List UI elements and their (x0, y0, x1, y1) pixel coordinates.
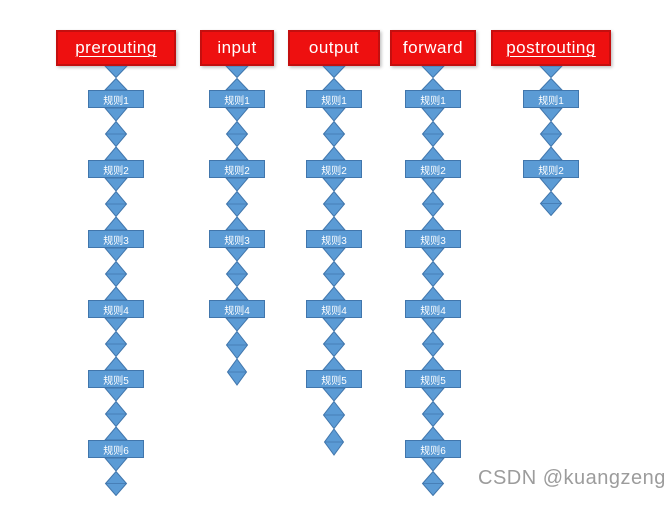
rule-box: 规则1 (306, 90, 362, 108)
rule-label: 规则6 (103, 445, 129, 457)
flow-diamond-connector-icon (322, 178, 346, 230)
flow-diamond-connector-icon (322, 108, 346, 160)
rule-box: 规则5 (405, 370, 461, 388)
rule-box: 规则4 (306, 300, 362, 318)
rule-box: 规则2 (523, 160, 579, 178)
rule-label: 规则2 (538, 165, 564, 177)
rule-box: 规则1 (88, 90, 144, 108)
rule-box: 规则6 (88, 440, 144, 458)
flow-diamond-connector-icon (225, 318, 249, 386)
flow-diamond-connector-icon (322, 66, 346, 90)
chain-column-forward: forward 规则1 规则2 规则3 规则4 规则5 规则6 (373, 30, 493, 496)
flow-diamond-connector-icon (539, 66, 563, 90)
chain-header-forward: forward (390, 30, 476, 66)
rule-label: 规则1 (103, 95, 129, 107)
rule-box: 规则3 (306, 230, 362, 248)
rule-label: 规则3 (224, 235, 250, 247)
flow-diamond-connector-icon (421, 388, 445, 440)
chain-header-output: output (288, 30, 380, 66)
rule-label: 规则5 (103, 375, 129, 387)
chain-header-prerouting: prerouting (56, 30, 176, 66)
rule-label: 规则6 (420, 445, 446, 457)
chain-header-label: forward (402, 38, 464, 57)
rule-box: 规则1 (405, 90, 461, 108)
rule-label: 规则2 (103, 165, 129, 177)
rule-box: 规则1 (209, 90, 265, 108)
chain-column-postrouting: postrouting 规则1 规则2 (491, 30, 611, 216)
flow-diamond-connector-icon (421, 248, 445, 300)
rule-label: 规则1 (224, 95, 250, 107)
flow-diamond-connector-icon (322, 248, 346, 300)
rule-label: 规则1 (420, 95, 446, 107)
flow-diamond-connector-icon (421, 318, 445, 370)
rule-label: 规则3 (321, 235, 347, 247)
chain-column-output: output 规则1 规则2 规则3 规则4 规则5 (274, 30, 394, 456)
rule-box: 规则4 (209, 300, 265, 318)
rule-box: 规则5 (88, 370, 144, 388)
flow-diamond-connector-icon (104, 318, 128, 370)
rule-box: 规则1 (523, 90, 579, 108)
chain-header-label: prerouting (75, 38, 157, 57)
rule-box: 规则6 (405, 440, 461, 458)
chain-column-input: input 规则1 规则2 规则3 规则4 (177, 30, 297, 386)
flow-diamond-connector-icon (104, 178, 128, 230)
rule-label: 规则4 (420, 305, 446, 317)
flow-diamond-connector-icon (421, 458, 445, 496)
flow-diamond-connector-icon (539, 108, 563, 160)
flow-diamond-connector-icon (322, 388, 346, 456)
flow-diamond-connector-icon (104, 66, 128, 90)
flow-diamond-connector-icon (104, 458, 128, 496)
chain-column-prerouting: prerouting 规则1 规则2 规则3 规则4 规则5 规则6 (56, 30, 176, 496)
chain-header-postrouting: postrouting (491, 30, 611, 66)
chain-header-input: input (200, 30, 274, 66)
rule-label: 规则5 (321, 375, 347, 387)
rule-box: 规则5 (306, 370, 362, 388)
flow-diamond-connector-icon (421, 108, 445, 160)
rule-label: 规则3 (420, 235, 446, 247)
flow-diamond-connector-icon (539, 178, 563, 216)
rule-label: 规则4 (321, 305, 347, 317)
rule-label: 规则4 (103, 305, 129, 317)
rule-label: 规则2 (224, 165, 250, 177)
rule-box: 规则2 (88, 160, 144, 178)
rule-label: 规则4 (224, 305, 250, 317)
rule-label: 规则3 (103, 235, 129, 247)
flow-diamond-connector-icon (421, 178, 445, 230)
flow-diamond-connector-icon (104, 388, 128, 440)
rule-box: 规则2 (405, 160, 461, 178)
rule-label: 规则5 (420, 375, 446, 387)
flow-diamond-connector-icon (104, 248, 128, 300)
rule-box: 规则3 (88, 230, 144, 248)
rule-label: 规则1 (321, 95, 347, 107)
rule-box: 规则4 (405, 300, 461, 318)
flow-diamond-connector-icon (322, 318, 346, 370)
flow-diamond-connector-icon (421, 66, 445, 90)
chain-header-label: input (217, 38, 257, 57)
rule-box: 规则3 (405, 230, 461, 248)
rule-label: 规则2 (321, 165, 347, 177)
chain-header-label: output (308, 38, 360, 57)
rule-label: 规则1 (538, 95, 564, 107)
chain-header-label: postrouting (506, 38, 596, 57)
flow-diamond-connector-icon (225, 108, 249, 160)
flow-diamond-connector-icon (225, 178, 249, 230)
watermark: CSDN @kuangzeng (478, 467, 664, 489)
rule-box: 规则3 (209, 230, 265, 248)
flow-diamond-connector-icon (104, 108, 128, 160)
rule-box: 规则2 (209, 160, 265, 178)
rule-box: 规则4 (88, 300, 144, 318)
flow-diamond-connector-icon (225, 66, 249, 90)
rule-box: 规则2 (306, 160, 362, 178)
rule-label: 规则2 (420, 165, 446, 177)
flow-diamond-connector-icon (225, 248, 249, 300)
